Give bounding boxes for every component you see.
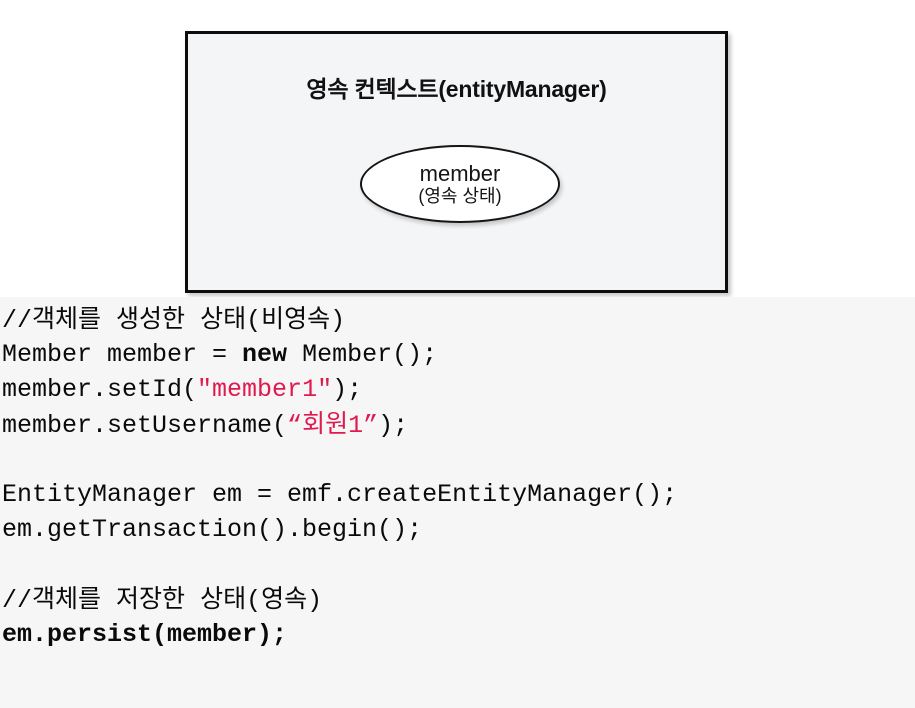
member-entity-ellipse: member (영속 상태) bbox=[360, 145, 560, 223]
code-line-set-username: member.setUsername(“회원1”); bbox=[2, 407, 915, 442]
persistence-context-box: 영속 컨텍스트(entityManager) member (영속 상태) bbox=[185, 31, 728, 293]
code-line-comment-create: //객체를 생성한 상태(비영속) bbox=[2, 305, 346, 335]
code-line-comment-persist: //객체를 저장한 상태(영속) bbox=[2, 585, 323, 615]
code-fragment: ); bbox=[332, 375, 363, 404]
code-line-begin-transaction: em.getTransaction().begin(); bbox=[2, 515, 423, 544]
code-line-persist-call: em.persist(member); bbox=[2, 620, 288, 649]
code-fragment: member.setUsername( bbox=[2, 411, 288, 440]
code-line-create-entity-manager: EntityManager em = emf.createEntityManag… bbox=[2, 480, 678, 509]
string-literal: “회원1” bbox=[287, 410, 379, 440]
diagram-area: 영속 컨텍스트(entityManager) member (영속 상태) bbox=[0, 0, 915, 297]
code-line-set-id: member.setId("member1"); bbox=[2, 372, 915, 407]
entity-state-label: (영속 상태) bbox=[418, 185, 502, 206]
code-fragment: member.setId( bbox=[2, 375, 198, 404]
entity-name-label: member bbox=[419, 160, 501, 186]
code-fragment: Member(); bbox=[287, 340, 438, 369]
code-fragment: Member member = bbox=[2, 340, 243, 369]
code-line-blank-2 bbox=[2, 547, 915, 582]
code-block: //객체를 생성한 상태(비영속)Member member = new Mem… bbox=[0, 297, 915, 708]
persistence-context-title: 영속 컨텍스트(entityManager) bbox=[306, 76, 607, 102]
keyword-new: new bbox=[242, 340, 288, 369]
code-line-declare-member: Member member = new Member(); bbox=[2, 337, 915, 372]
code-line-blank-1 bbox=[2, 442, 915, 477]
string-literal: "member1" bbox=[197, 375, 333, 404]
code-fragment: ); bbox=[378, 411, 409, 440]
